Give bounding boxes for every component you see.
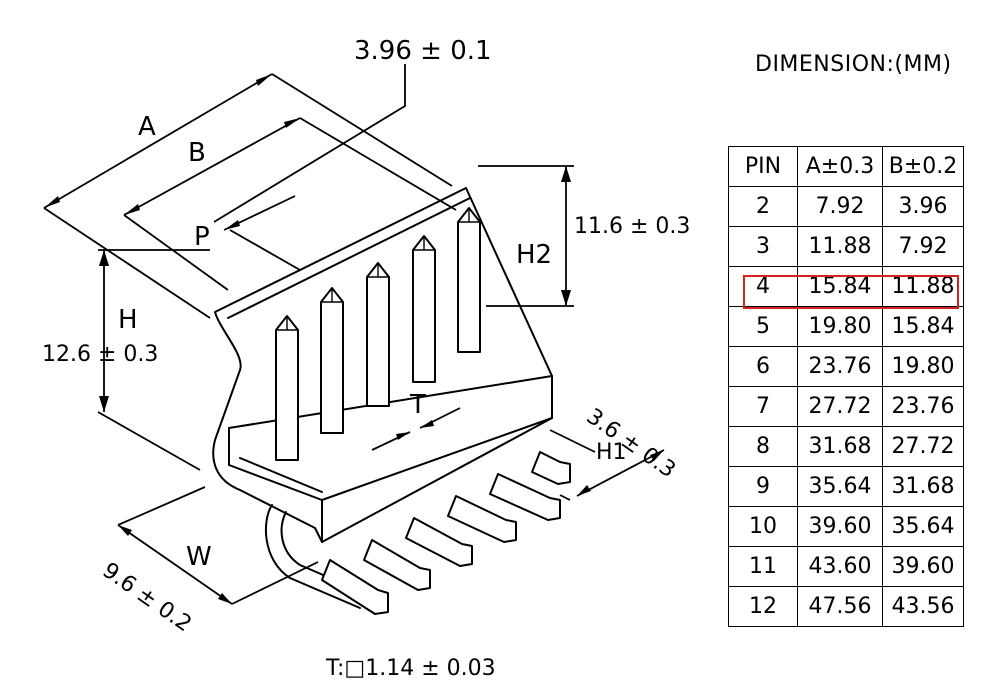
cell-pin: 4 [728, 266, 798, 307]
leg-5 [489, 473, 561, 521]
dim-p-label: P [194, 222, 210, 252]
cell-b: 43.56 [882, 586, 964, 627]
cell-pin: 9 [728, 466, 798, 507]
cell-b: 15.84 [882, 306, 964, 347]
cell-b: 27.72 [882, 426, 964, 467]
leg-4 [447, 495, 517, 543]
cell-a: 43.60 [797, 546, 883, 587]
cell-a: 11.88 [797, 226, 883, 267]
cell-b: 3.96 [882, 186, 964, 227]
cell-a: 19.80 [797, 306, 883, 347]
housing-outline [212, 187, 553, 543]
housing-flange-inner [280, 511, 373, 597]
table-header-row: PIN A±0.3 B±0.2 [728, 146, 964, 187]
pin-4 [412, 235, 436, 383]
cell-b: 35.64 [882, 506, 964, 547]
cell-pin: 6 [728, 346, 798, 387]
dim-h2-value: 11.6 ± 0.3 [574, 214, 691, 239]
cell-pin: 5 [728, 306, 798, 347]
header-a: A±0.3 [797, 146, 883, 187]
upright-pins [275, 207, 481, 461]
housing-step [239, 457, 323, 493]
pin-2 [320, 287, 344, 434]
dim-h2-label: H2 [516, 240, 553, 270]
pin-1 [275, 315, 299, 461]
cell-a: 35.64 [797, 466, 883, 507]
cell-a: 7.92 [797, 186, 883, 227]
cell-b: 39.60 [882, 546, 964, 587]
dim-h-value: 12.6 ± 0.3 [42, 342, 159, 367]
cell-b: 31.68 [882, 466, 964, 507]
leg-3 [405, 517, 473, 567]
leg-6 [531, 451, 571, 485]
pin-5 [457, 207, 481, 353]
highlight-box [743, 275, 959, 309]
pitch-label: 3.96 ± 0.1 [354, 36, 492, 66]
dim-w-label: W [186, 542, 212, 572]
cell-b: 7.92 [882, 226, 964, 267]
leg-2 [363, 539, 431, 591]
cell-pin: 3 [728, 226, 798, 267]
cell-pin: 10 [728, 506, 798, 547]
cell-pin: 7 [728, 386, 798, 427]
cell-a: 23.76 [797, 346, 883, 387]
dim-t-label: T [410, 390, 426, 420]
cell-pin: 12 [728, 586, 798, 627]
cell-a: 15.84 [797, 266, 883, 307]
housing-front-bottom [321, 417, 553, 501]
bottom-legs [321, 451, 571, 615]
housing-top-edge [227, 197, 471, 319]
dim-h-label: H [118, 305, 138, 335]
cell-a: 27.72 [797, 386, 883, 427]
cell-a: 31.68 [797, 426, 883, 467]
header-b: B±0.2 [882, 146, 964, 187]
leg-1 [321, 559, 389, 615]
cell-b: 19.80 [882, 346, 964, 387]
cell-pin: 8 [728, 426, 798, 467]
cell-a: 39.60 [797, 506, 883, 547]
cell-b: 23.76 [882, 386, 964, 427]
dim-b-label: B [188, 138, 206, 168]
dim-a-label: A [138, 112, 156, 142]
housing-inner-wall [228, 427, 323, 501]
terminal-spec-label: T:□1.14 ± 0.03 [326, 656, 496, 681]
cell-a: 47.56 [797, 586, 883, 627]
table-title: DIMENSION:(MM) [755, 52, 952, 77]
header-pin: PIN [728, 146, 798, 187]
dim-h1-label: H1 [596, 440, 627, 465]
cell-pin: 11 [728, 546, 798, 587]
pin-3 [366, 262, 390, 407]
cell-pin: 2 [728, 186, 798, 227]
